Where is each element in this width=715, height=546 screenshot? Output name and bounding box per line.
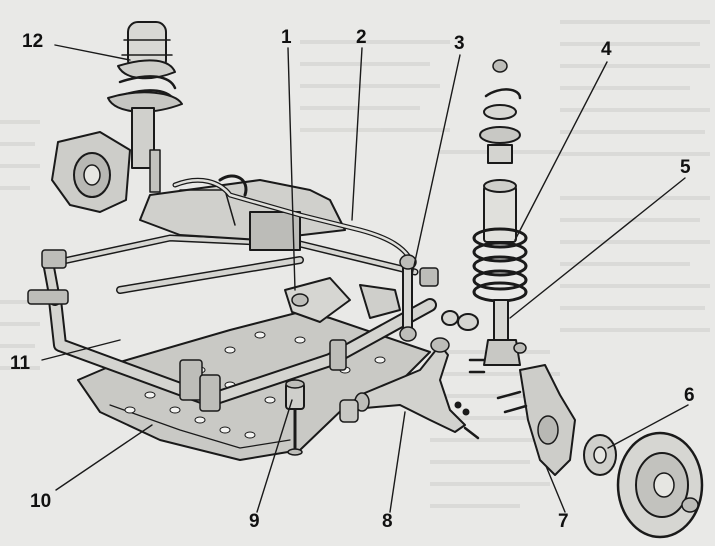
exploded-strut: [472, 59, 528, 303]
callout-8: 8: [382, 511, 393, 532]
callout-6: 6: [684, 385, 695, 406]
callout-1: 1: [281, 27, 292, 48]
shock-absorber: [441, 299, 527, 374]
callout-5: 5: [680, 157, 691, 178]
control-arm-bracket: [284, 277, 401, 323]
callout-4: 4: [601, 39, 612, 60]
leader-lines: [41, 44, 689, 513]
callout-9: 9: [249, 511, 260, 532]
steering-knuckle: [496, 364, 576, 476]
callout-3: 3: [454, 33, 465, 54]
callout-2: 2: [356, 27, 367, 48]
left-knuckle: [51, 131, 131, 213]
stabilizer-bar: [172, 174, 415, 265]
callout-10: 10: [30, 491, 52, 512]
hub-and-disc: [583, 431, 704, 539]
left-strut-assembly: [107, 21, 183, 193]
callout-11: 11: [10, 353, 31, 374]
stabilizer-link: [399, 254, 417, 342]
lower-control-arm: [339, 337, 480, 440]
callout-12: 12: [22, 31, 44, 52]
callout-7: 7: [558, 511, 569, 532]
